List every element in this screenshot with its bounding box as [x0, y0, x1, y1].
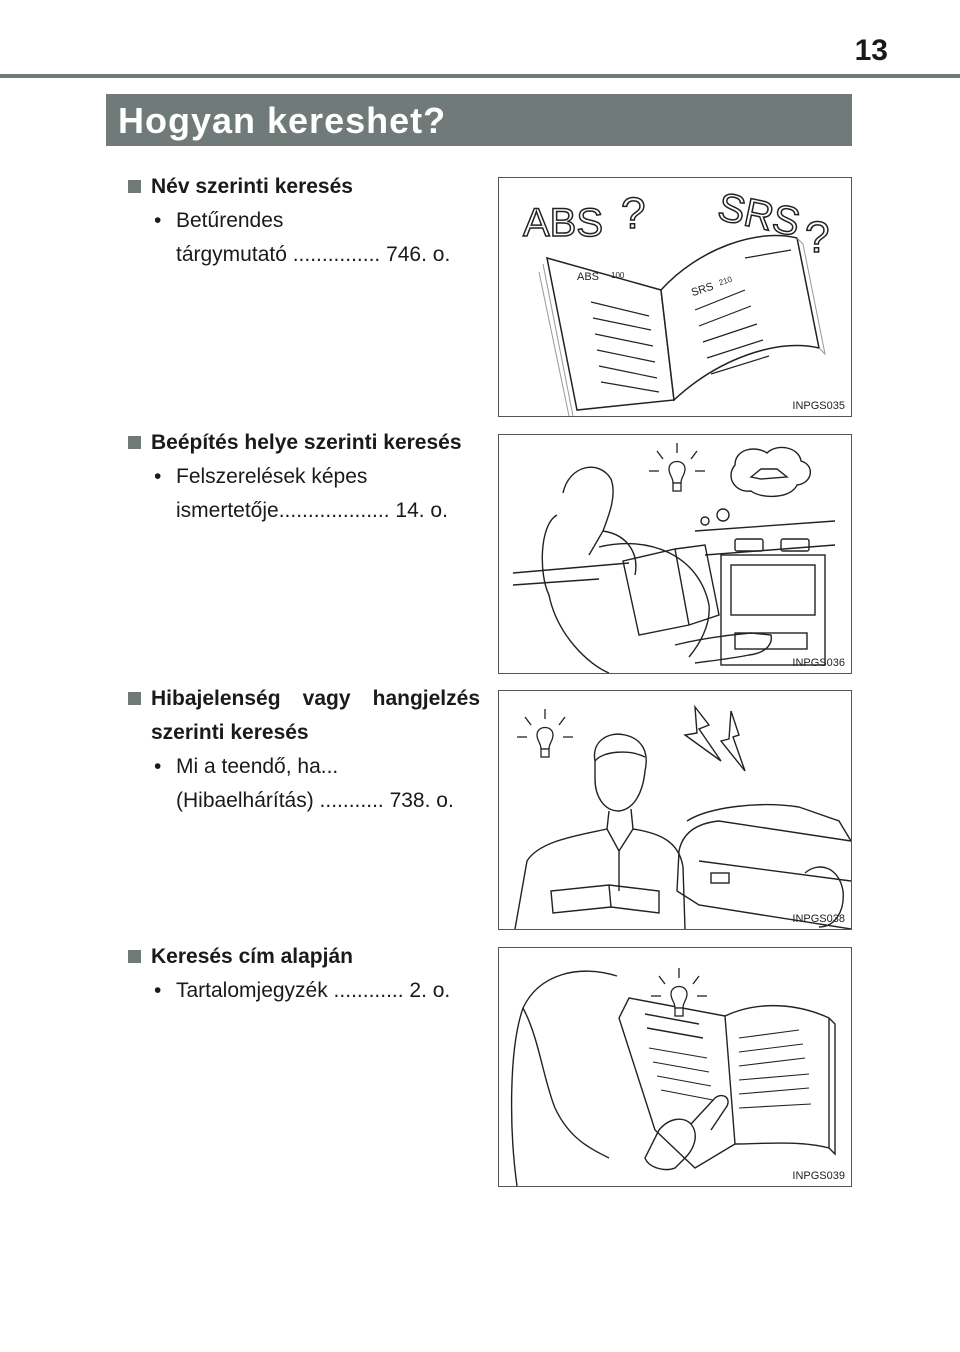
section-heading-text: Hibajelenség vagy hangjelzés szerinti ke…	[151, 687, 480, 744]
item-line: Felszerelések képes	[176, 465, 368, 488]
section-heading: Beépítés helye szerinti keresés	[128, 426, 480, 460]
list-item: • Tartalomjegyzék ............ 2. o.	[128, 974, 480, 1008]
figure-small-srs-number: 210	[718, 274, 734, 287]
bullet-dot-icon: •	[154, 755, 162, 778]
section-heading: Név szerinti keresés	[128, 170, 480, 204]
figure-man-with-car: INPGS038	[498, 690, 852, 930]
section-heading: Hibajelenség vagy hangjelzés szerinti ke…	[128, 682, 480, 750]
section-name-search: Név szerinti keresés • Betűrendes tárgym…	[128, 170, 480, 272]
figure-reading-contents: INPGS039	[498, 947, 852, 1187]
list-item: • Mi a teendő, ha... (Hibaelhárítás) ...…	[128, 750, 480, 818]
item-line: (Hibaelhárítás) ........... 738. o.	[176, 789, 454, 812]
item-line: Tartalomjegyzék ............ 2. o.	[176, 979, 451, 1002]
item-line: tárgymutató ............... 746. o.	[176, 243, 451, 266]
section-title-search: Keresés cím alapján • Tartalomjegyzék ..…	[128, 940, 480, 1008]
figure-code: INPGS036	[792, 657, 845, 669]
figure-code: INPGS038	[792, 913, 845, 925]
section-heading: Keresés cím alapján	[128, 940, 480, 974]
section-location-search: Beépítés helye szerinti keresés • Felsze…	[128, 426, 480, 528]
item-line: Mi a teendő, ha...	[176, 755, 339, 778]
bullet-dot-icon: •	[154, 209, 162, 232]
figure-car-interior: INPGS036	[498, 434, 852, 674]
square-bullet-icon	[128, 692, 141, 705]
bullet-dot-icon: •	[154, 979, 162, 1002]
figure-small-abs: ABS	[577, 271, 599, 283]
section-heading-text: Keresés cím alapján	[151, 945, 353, 968]
square-bullet-icon	[128, 950, 141, 963]
bullet-dot-icon: •	[154, 465, 162, 488]
figure-question-mark: ?	[621, 189, 645, 238]
list-item: • Felszerelések képes ismertetője.......…	[128, 460, 480, 528]
page-number: 13	[854, 34, 888, 67]
list-item: • Betűrendes tárgymutató ...............…	[128, 204, 480, 272]
figure-code: INPGS039	[792, 1170, 845, 1182]
top-rule	[0, 74, 960, 78]
square-bullet-icon	[128, 180, 141, 193]
figure-question-mark: ?	[805, 213, 829, 262]
figure-code: INPGS035	[792, 400, 845, 412]
figure-label-abs: ABS	[523, 201, 603, 245]
figure-small-abs-number: 100	[611, 271, 625, 280]
square-bullet-icon	[128, 436, 141, 449]
item-line: Betűrendes	[176, 209, 284, 232]
section-heading-text: Beépítés helye szerinti keresés	[151, 431, 462, 454]
title-bar: Hogyan kereshet?	[106, 94, 852, 146]
item-line: ismertetője................... 14. o.	[176, 499, 448, 522]
section-heading-text: Név szerinti keresés	[151, 175, 353, 198]
figure-abs-srs-book: ABS ? SRS ? ABS 100 SRS 210 INPGS035	[498, 177, 852, 417]
section-symptom-search: Hibajelenség vagy hangjelzés szerinti ke…	[128, 682, 480, 818]
page-title: Hogyan kereshet?	[118, 100, 447, 141]
